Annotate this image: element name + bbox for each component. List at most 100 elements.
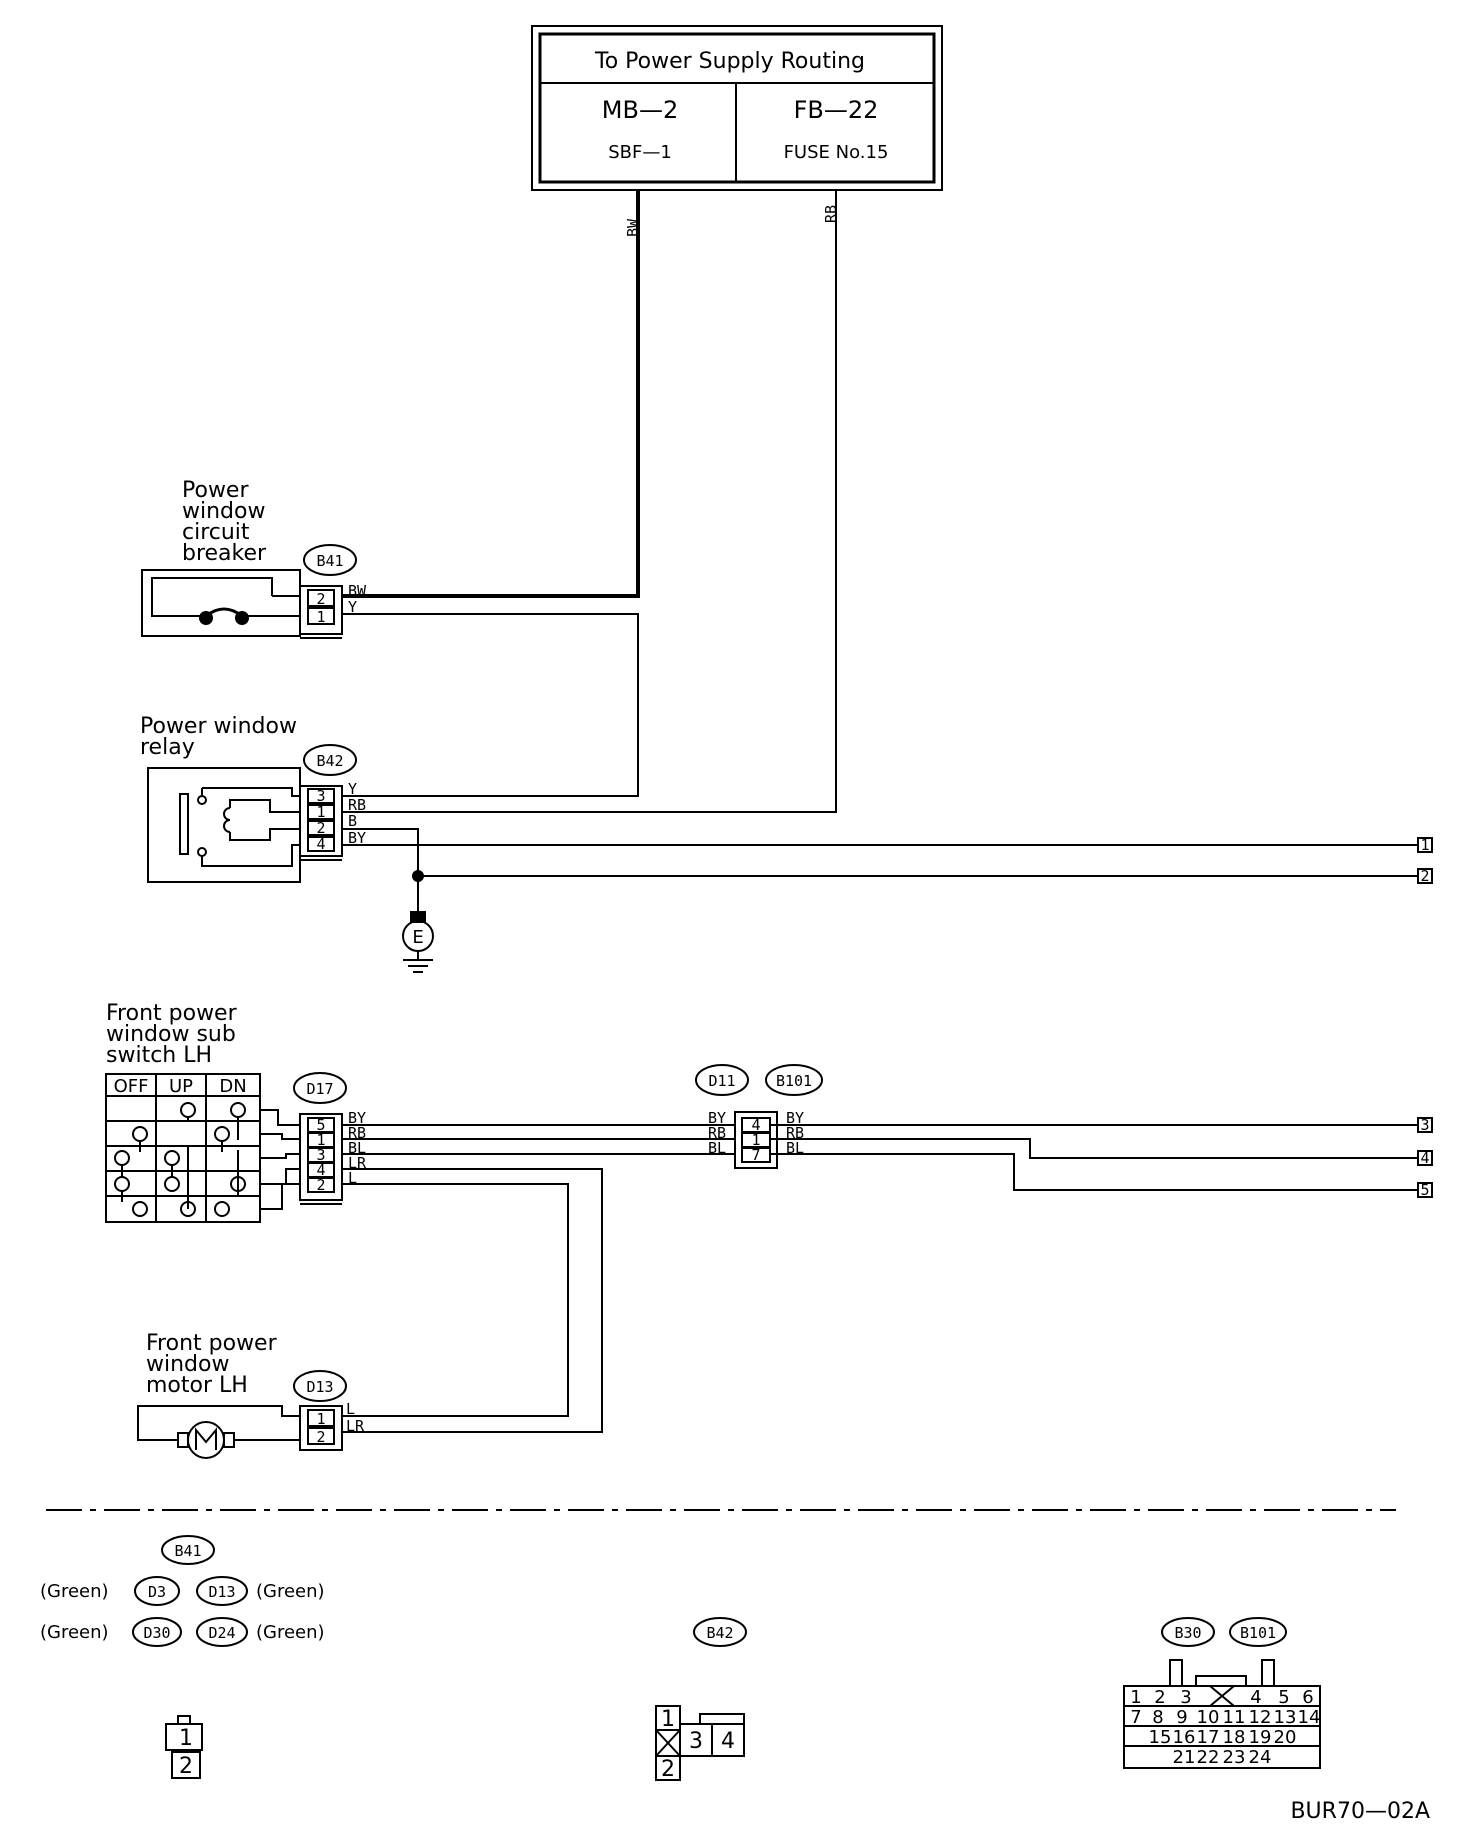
legend-two-pin-connector bbox=[165, 1715, 203, 1779]
subswitch-table bbox=[105, 1073, 300, 1223]
legend-pin-16: 16 bbox=[1173, 1727, 1196, 1748]
terminal-2-label: 2 bbox=[1420, 867, 1429, 885]
subswitch-header-dn: DN bbox=[219, 1076, 246, 1097]
d13-label: D13 bbox=[306, 1378, 333, 1396]
b41-bubble: B41 bbox=[303, 544, 357, 576]
d11-bubble: D11 bbox=[695, 1064, 749, 1096]
legend-b41-label: B41 bbox=[174, 1542, 201, 1560]
relay-label-1: Power window bbox=[140, 714, 297, 739]
legend-b101-label: B101 bbox=[1240, 1624, 1276, 1642]
wire-label-y1: Y bbox=[348, 598, 357, 616]
breaker-label-3: circuit bbox=[182, 520, 250, 545]
subswitch-header-up: UP bbox=[169, 1076, 193, 1097]
power-supply-box bbox=[531, 25, 943, 191]
subswitch-label-2: window sub bbox=[106, 1022, 236, 1047]
wire-label-by: BY bbox=[348, 829, 366, 847]
legend-b30-bubble: B30 bbox=[1161, 1617, 1215, 1647]
wire-label-j-rb-l: RB bbox=[708, 1124, 726, 1142]
d13-pin-1: 1 bbox=[316, 1410, 325, 1428]
d17-pin-5: 5 bbox=[316, 1116, 325, 1134]
wire-lr bbox=[342, 1168, 603, 1433]
d17-connector bbox=[299, 1113, 343, 1205]
circuit-breaker-symbol bbox=[141, 569, 301, 637]
power-box-right-name: FB—22 bbox=[794, 96, 879, 124]
b42-pin-3: 3 bbox=[316, 787, 325, 805]
legend-pin-13: 13 bbox=[1274, 1707, 1297, 1728]
wire-label-rb-vertical: RB bbox=[822, 205, 840, 223]
b42-pin-4: 4 bbox=[316, 835, 325, 853]
wire-label-motor-lr: LR bbox=[346, 1417, 365, 1435]
legend-pin-15: 15 bbox=[1149, 1727, 1172, 1748]
b42-pin-1: 1 bbox=[316, 803, 325, 821]
d17-pin-3: 3 bbox=[316, 1146, 325, 1164]
ground-label: E bbox=[412, 927, 423, 948]
b42-label: B42 bbox=[316, 752, 343, 770]
breaker-label-4: breaker bbox=[182, 541, 267, 566]
terminal-3: 3 bbox=[1417, 1116, 1433, 1134]
legend-four-pin-3: 3 bbox=[689, 1729, 703, 1754]
d17-pin-4: 4 bbox=[316, 1161, 325, 1179]
subswitch-label-3: switch LH bbox=[106, 1043, 212, 1068]
legend-b42-bubble: B42 bbox=[693, 1617, 747, 1647]
wire-rb-t4 bbox=[770, 1138, 1418, 1159]
wire-y bbox=[342, 613, 639, 797]
wire-bw bbox=[342, 190, 640, 598]
legend-pin-6: 6 bbox=[1302, 1687, 1313, 1708]
wire-l bbox=[342, 1183, 569, 1417]
b42-pin-2: 2 bbox=[316, 819, 325, 837]
legend-pin-22: 22 bbox=[1197, 1747, 1220, 1768]
legend-b41-bubble: B41 bbox=[161, 1535, 215, 1565]
wire-label-d17-by: BY bbox=[348, 1109, 366, 1127]
legend-pin-9: 9 bbox=[1176, 1707, 1187, 1728]
b42-bubble: B42 bbox=[303, 744, 357, 776]
d13-pin-2: 2 bbox=[316, 1428, 325, 1446]
wire-label-d17-rb: RB bbox=[348, 1124, 366, 1142]
wires bbox=[342, 190, 1418, 1433]
power-box-left-sub: SBF—1 bbox=[608, 142, 672, 163]
terminal-2: 2 bbox=[1417, 867, 1433, 885]
wire-label-d17-lr: LR bbox=[348, 1154, 367, 1172]
wire-label-bw-vertical: BW bbox=[624, 218, 642, 237]
legend-pin-23: 23 bbox=[1223, 1747, 1246, 1768]
legend-pin-20: 20 bbox=[1274, 1727, 1297, 1748]
legend-b42-label: B42 bbox=[706, 1624, 733, 1642]
legend-four-pin-1: 1 bbox=[661, 1707, 675, 1732]
ground-symbol bbox=[402, 870, 434, 973]
d11-label: D11 bbox=[708, 1072, 735, 1090]
motor-label-2: window bbox=[146, 1352, 229, 1377]
wire-label-rb: RB bbox=[348, 796, 366, 814]
legend-pin-21: 21 bbox=[1173, 1747, 1196, 1768]
legend-pin-3: 3 bbox=[1180, 1687, 1191, 1708]
d17-pin-1: 1 bbox=[316, 1131, 325, 1149]
wire-bl-t5 bbox=[770, 1153, 1418, 1191]
motor-symbol bbox=[137, 1405, 300, 1459]
relay-label-2: relay bbox=[140, 735, 195, 760]
wire-b bbox=[342, 828, 419, 876]
b41-label: B41 bbox=[316, 552, 343, 570]
b42-connector bbox=[299, 785, 343, 861]
legend-pin-11: 11 bbox=[1223, 1707, 1246, 1728]
legend-pin-10: 10 bbox=[1197, 1707, 1220, 1728]
legend-row1-right: (Green) bbox=[256, 1581, 325, 1602]
terminal-4-label: 4 bbox=[1420, 1149, 1429, 1167]
wire-label-j-by-l: BY bbox=[708, 1109, 726, 1127]
breaker-label-1: Power bbox=[182, 478, 249, 503]
junction-pin-4: 4 bbox=[751, 1116, 760, 1134]
wire-label-j-bl-r: BL bbox=[786, 1139, 804, 1157]
legend-b30-label: B30 bbox=[1174, 1624, 1201, 1642]
relay-symbol bbox=[147, 767, 301, 883]
legend-pin-1: 1 bbox=[1130, 1687, 1141, 1708]
wire-label-d17-l: L bbox=[348, 1169, 357, 1187]
legend-d24-bubble: D24 bbox=[196, 1617, 248, 1647]
d17-pin-2: 2 bbox=[316, 1176, 325, 1194]
figure-id: BUR70—02A bbox=[1290, 1799, 1430, 1824]
legend-pin-2: 2 bbox=[1154, 1687, 1165, 1708]
wire-label-y2: Y bbox=[348, 780, 357, 798]
legend-d3-bubble: D3 bbox=[134, 1576, 180, 1606]
terminal-3-label: 3 bbox=[1420, 1116, 1429, 1134]
d13-connector bbox=[299, 1405, 343, 1451]
legend-pin-18: 18 bbox=[1223, 1727, 1246, 1748]
legend-row2-left: (Green) bbox=[40, 1622, 109, 1643]
wire-label-d17-bl: BL bbox=[348, 1139, 366, 1157]
